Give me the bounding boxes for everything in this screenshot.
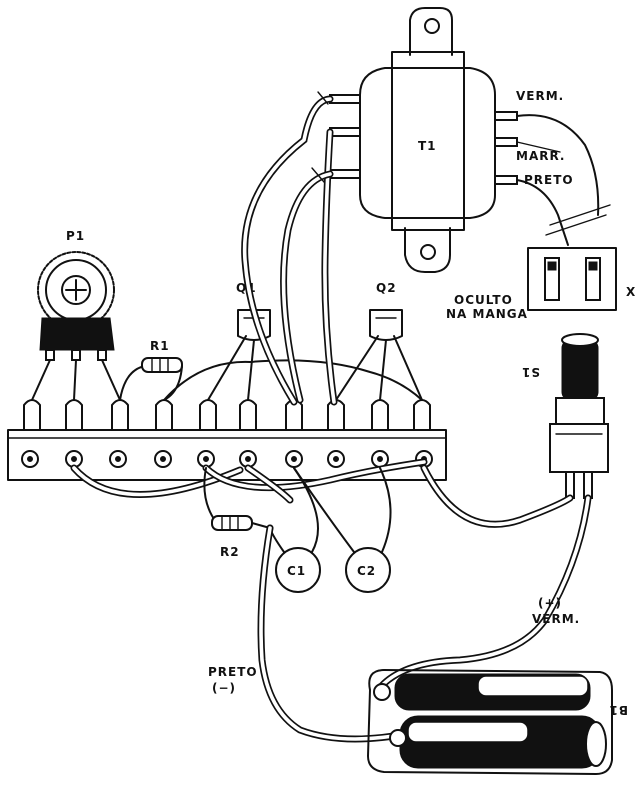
battery-wires: (+) VERM. PRETO (−) [208,494,592,743]
strip-bottom-wires [70,458,574,528]
r2-label: R2 [220,545,240,559]
na-manga-label: NA MANGA [446,307,528,321]
verm-bottom-label: VERM. [532,612,580,626]
preto-top-label: PRETO [524,173,574,187]
x-label: X [626,285,636,299]
transformer-wires [241,91,338,406]
battery-holder-b1: B1 [367,669,629,775]
minus-label: (−) [212,681,236,695]
bridge-wires [163,359,423,401]
marr-label: MARR. [516,149,566,163]
c1-label: C1 [287,564,306,578]
transformer-t1: T1 [329,7,518,273]
b1-label: B1 [609,703,629,717]
capacitor-c2: C2 [293,467,392,593]
transformer-leads: VERM. MARR. PRETO [516,89,611,246]
potentiometer-p1: P1 [31,229,121,401]
oculto-label: OCULTO [454,293,513,307]
q2-label: Q2 [376,281,397,295]
s1-label: S1 [521,365,540,379]
preto-bottom-label: PRETO [208,665,258,679]
r1-label: R1 [150,339,170,353]
transistor-q2: Q2 [335,281,423,401]
terminal-screws [21,450,433,468]
c2-label: C2 [357,564,376,578]
plug-x: X OCULTO NA MANGA [446,247,636,321]
resistor-r2: R2 [203,467,274,559]
p1-label: P1 [66,229,85,243]
plus-label: (+) [538,596,562,610]
terminal-lugs [23,399,431,431]
verm-top-label: VERM. [516,89,564,103]
t1-label: T1 [418,139,437,153]
switch-s1: S1 [521,333,609,499]
